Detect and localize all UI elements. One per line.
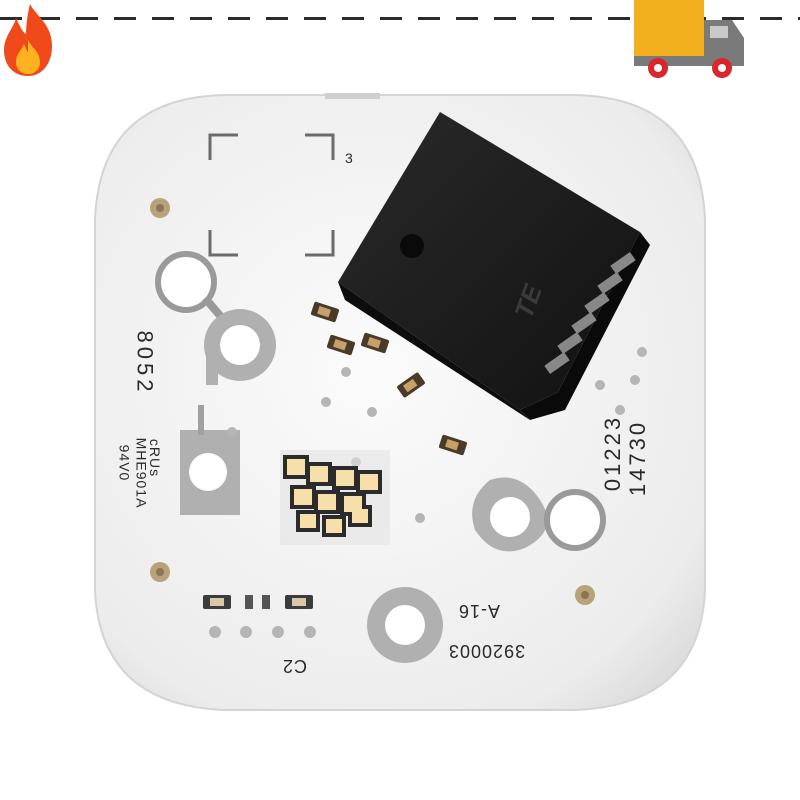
smd-components xyxy=(203,301,468,609)
dashed-divider xyxy=(0,17,800,20)
silk-cert-line3: 94V0 xyxy=(116,444,133,482)
silkscreen-bracket xyxy=(208,133,335,257)
silk-cert-line2: MHE901A xyxy=(133,437,150,509)
black-connector xyxy=(338,112,650,420)
silk-code-top: 3 xyxy=(345,150,354,166)
mounting-pads xyxy=(150,198,606,663)
silk-cert-line1: cRUs xyxy=(147,438,164,478)
fire-icon xyxy=(4,4,52,76)
silk-cap-label: C2 xyxy=(282,656,308,676)
silk-part-number: 3920003 xyxy=(448,641,526,661)
led-array xyxy=(280,450,390,545)
delivery-truck-icon xyxy=(634,0,744,78)
test-points xyxy=(209,347,647,638)
silk-revision: A-16 xyxy=(458,601,501,621)
silk-serial-line2: 01223 xyxy=(600,414,626,492)
silk-serial-line1: 14730 xyxy=(625,419,651,497)
silk-code-8052: 8052 xyxy=(132,330,158,396)
